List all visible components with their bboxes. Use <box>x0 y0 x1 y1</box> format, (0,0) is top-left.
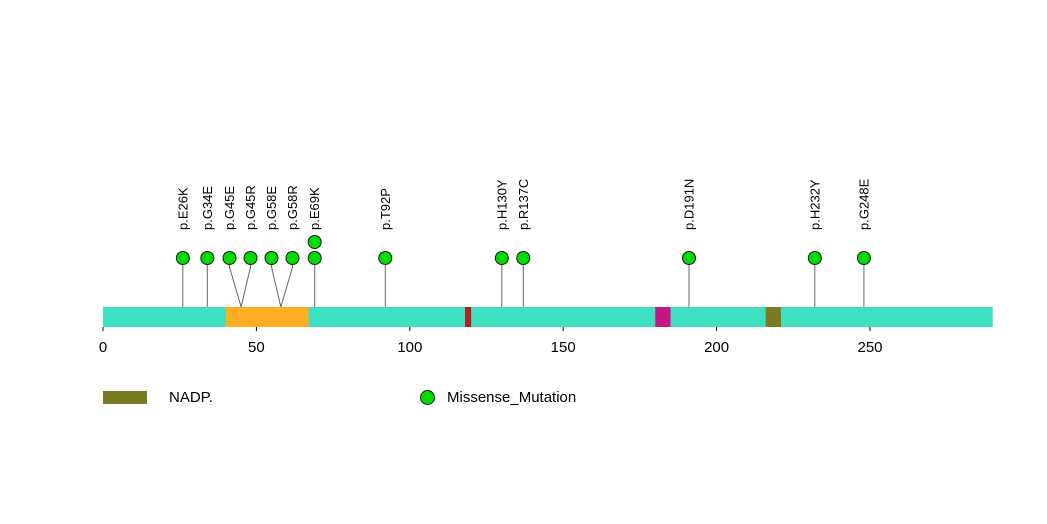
mutation-circle <box>378 251 393 265</box>
mutation-label: p.G58R <box>285 185 300 230</box>
mutation-circle <box>200 251 215 265</box>
missense-mutation-legend-label: Missense_Mutation <box>447 389 577 406</box>
mutation-label: p.T92P <box>378 188 393 230</box>
axis-tick-label: 100 <box>397 339 422 356</box>
mutation-label: p.G45R <box>243 185 258 230</box>
mutation-circle <box>307 251 322 265</box>
mutation-circle <box>682 251 696 265</box>
mutation-stem <box>280 258 293 308</box>
missense-mutation-swatch <box>420 390 435 405</box>
mutation-circle <box>243 251 258 265</box>
mutation-label: p.H130Y <box>494 179 509 230</box>
mutation-label: p.E26K <box>175 187 190 230</box>
mutation-stem <box>229 258 242 308</box>
legend-item-nadp: NADP. <box>103 389 213 406</box>
mutation-circle <box>856 251 871 265</box>
mutation-label: p.G45E <box>222 186 237 230</box>
mutation-stem <box>271 258 282 308</box>
axis-tick-label: 250 <box>857 339 882 356</box>
mutation-circle <box>807 251 822 265</box>
mutation-circle <box>285 251 300 265</box>
mutation-circle <box>175 251 190 265</box>
mutation-label: p.G34E <box>200 186 215 230</box>
mutation-label: p.G248E <box>856 178 871 230</box>
mutation-circle <box>264 251 279 265</box>
axis-tick-label: 200 <box>704 339 729 356</box>
domain-red-site <box>465 307 472 327</box>
domain-magenta-site <box>655 307 671 327</box>
mutation-circle <box>222 251 237 265</box>
mutation-circle <box>494 251 509 265</box>
mutation-label: p.R137C <box>516 179 531 230</box>
mutation-label: p.E69K <box>307 187 322 230</box>
domain-orange-domain <box>225 307 309 327</box>
legend-item-missense-mutation: Missense_Mutation <box>420 389 576 406</box>
mutation-stem <box>240 258 251 308</box>
axis-tick-label: 0 <box>99 339 107 356</box>
domain-nadp-site <box>765 307 782 327</box>
mutation-circle <box>307 235 322 249</box>
mutation-label: p.H232Y <box>807 179 822 230</box>
mutation-circle <box>516 251 531 265</box>
axis-tick-label: 50 <box>248 339 265 356</box>
mutation-label: p.G58E <box>264 186 279 230</box>
nadp-domain-swatch <box>103 391 147 404</box>
nadp-legend-label: NADP. <box>169 389 213 406</box>
axis-tick-label: 150 <box>551 339 576 356</box>
mutation-label: p.D191N <box>682 179 697 230</box>
